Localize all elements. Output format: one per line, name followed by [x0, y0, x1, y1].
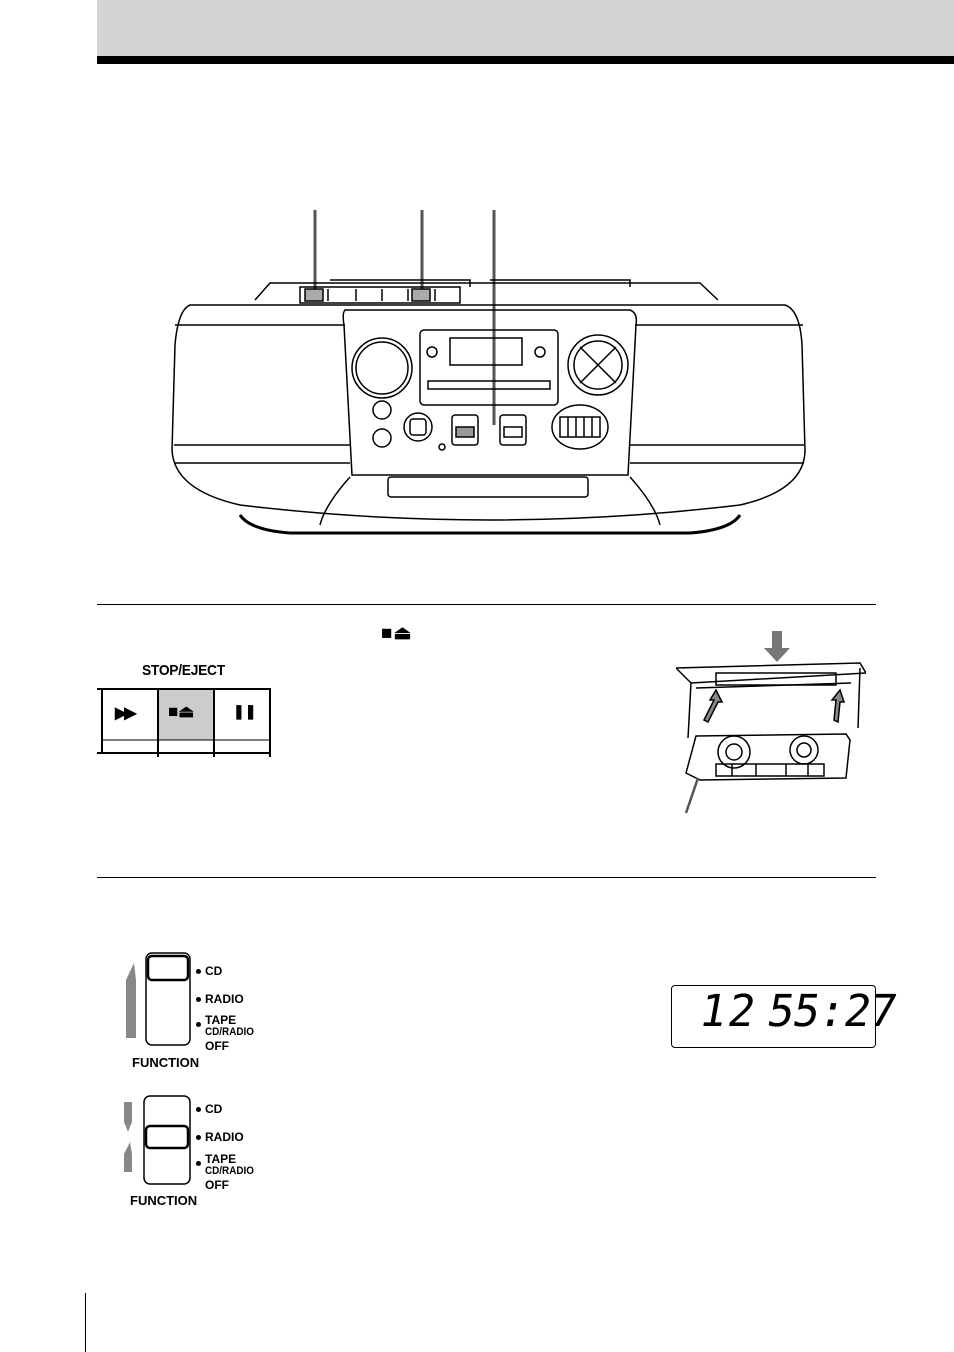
lcd-track-number: 12: [695, 986, 762, 1037]
function-1-dot-tape: [196, 1022, 201, 1027]
function-1-radio: RADIO: [205, 992, 244, 1006]
function-2-dot-tape: [196, 1161, 201, 1166]
stop-eject-symbol-heading: ■⏏: [381, 623, 413, 644]
function-1-dot-radio: [196, 997, 201, 1002]
section-rule-1: [97, 604, 876, 605]
fast-forward-key[interactable]: ▶▶: [115, 705, 137, 722]
function-switch-2-graphic: [124, 1095, 191, 1185]
cassette-insert-illustration: [676, 631, 866, 814]
tape-key-strip: [97, 688, 271, 757]
function-2-cd-radio: CD/RADIO: [205, 1165, 254, 1177]
function-1-dot-cd: [196, 969, 201, 974]
function-2-tape: TAPE: [205, 1152, 237, 1166]
function-2-dot-cd: [196, 1107, 201, 1112]
function-2-dot-radio: [196, 1135, 201, 1140]
page-margin-line: [85, 1293, 86, 1352]
function-1-label: FUNCTION: [132, 1055, 200, 1070]
lcd-display: [671, 985, 876, 1048]
stop-eject-label: STOP/EJECT: [142, 662, 225, 679]
function-1-off: OFF: [205, 1039, 229, 1053]
lcd-time: 55:27: [763, 986, 900, 1037]
header-rule: [97, 56, 954, 64]
function-1-tape: TAPE: [205, 1013, 237, 1027]
function-2-radio: RADIO: [205, 1130, 244, 1144]
boombox-illustration: [171, 210, 806, 535]
section-rule-2: [97, 877, 876, 878]
stop-eject-key[interactable]: ■⏏: [168, 702, 195, 721]
function-2-cd: CD: [205, 1102, 223, 1116]
function-1-cd-radio: CD/RADIO: [205, 1026, 254, 1038]
pause-key[interactable]: ❚❚: [233, 703, 257, 719]
function-2-off: OFF: [205, 1178, 229, 1192]
function-2-label: FUNCTION: [130, 1193, 198, 1208]
function-1-cd: CD: [205, 964, 223, 978]
function-switch-1-graphic: [126, 952, 191, 1046]
header-band: [97, 0, 954, 56]
